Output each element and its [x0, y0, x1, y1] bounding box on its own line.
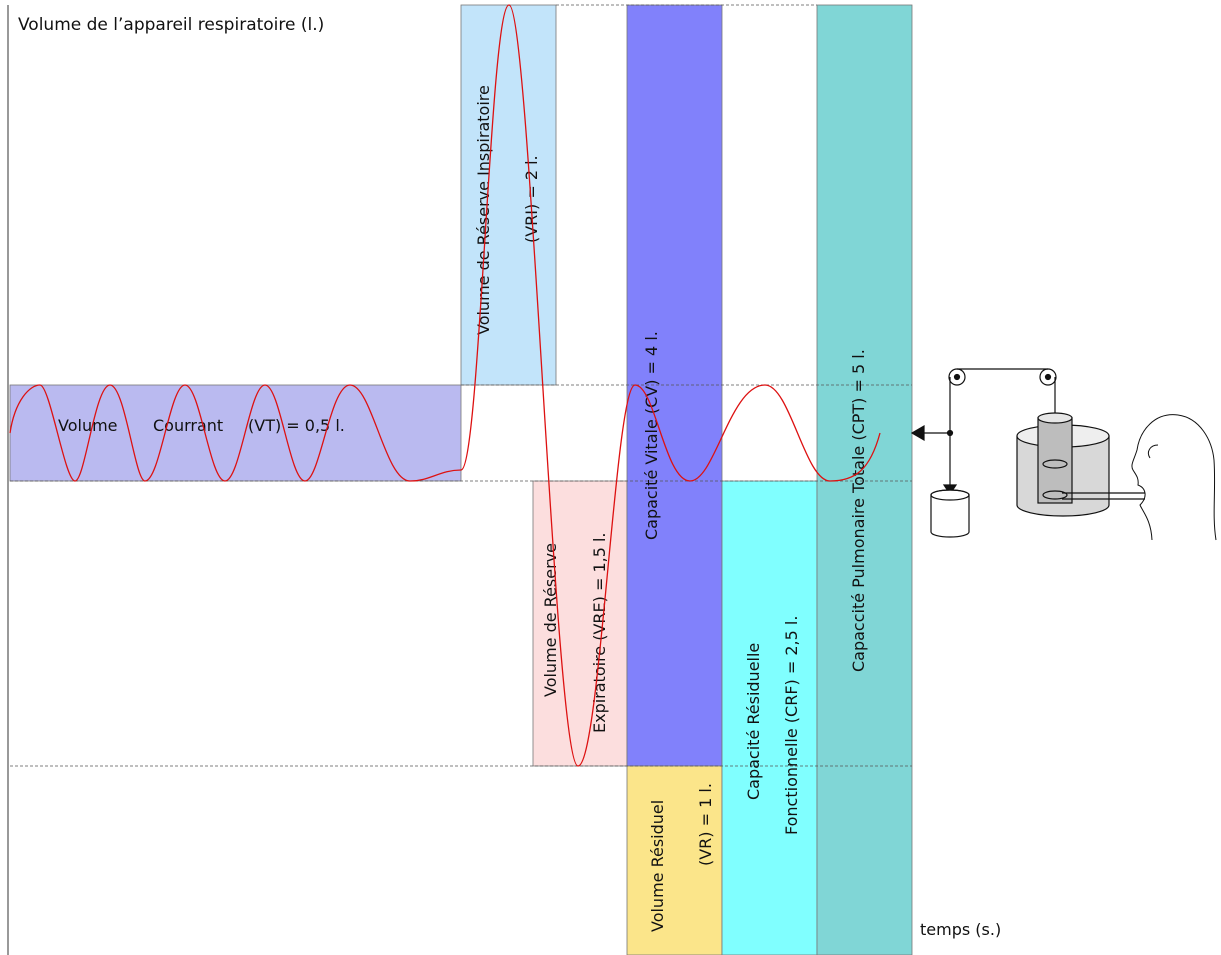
- residual-volume-label-1: Volume Résiduel: [648, 800, 667, 932]
- total-lung-capacity-block: [816, 4, 913, 955]
- inspiratory-reserve-label-1: Volume de Réserve Inspiratoire: [474, 85, 493, 335]
- spirometer-illustration-icon: [910, 368, 1217, 541]
- spirogram-trace: [9, 4, 881, 767]
- functional-residual-capacity-block: [721, 480, 818, 955]
- expiratory-reserve-label-2: Expiratoire (VRE) = 1,5 l.: [590, 532, 609, 733]
- inspiratory-reserve-label-2: (VRI) = 2 l.: [522, 155, 541, 243]
- guide-lines: [10, 4, 912, 767]
- vital-capacity-label: Capacité Vitale (CV) = 4 l.: [642, 331, 661, 540]
- tidal-volume-label-1: Volume: [58, 416, 118, 435]
- expiratory-reserve-label-1: Volume de Réserve: [541, 543, 560, 697]
- functional-residual-capacity-label-1: Capacité Résiduelle: [744, 643, 763, 800]
- y-axis-title: Volume de l’appareil respiratoire (l.): [18, 15, 324, 35]
- inspiratory-reserve-block: [460, 4, 557, 386]
- total-lung-capacity-label: Capaccité Pulmonaire Totale (CPT) = 5 l.: [849, 349, 868, 672]
- residual-volume-label-2: (VR) = 1 l.: [696, 783, 715, 866]
- tidal-volume-label-3: (VT) = 0,5 l.: [248, 416, 345, 435]
- tidal-volume-label-2: Courrant: [153, 416, 223, 435]
- functional-residual-capacity-label-2: Fonctionnelle (CRF) = 2,5 l.: [782, 616, 801, 835]
- x-axis-title: temps (s.): [920, 920, 1001, 939]
- vital-capacity-block: [626, 4, 723, 767]
